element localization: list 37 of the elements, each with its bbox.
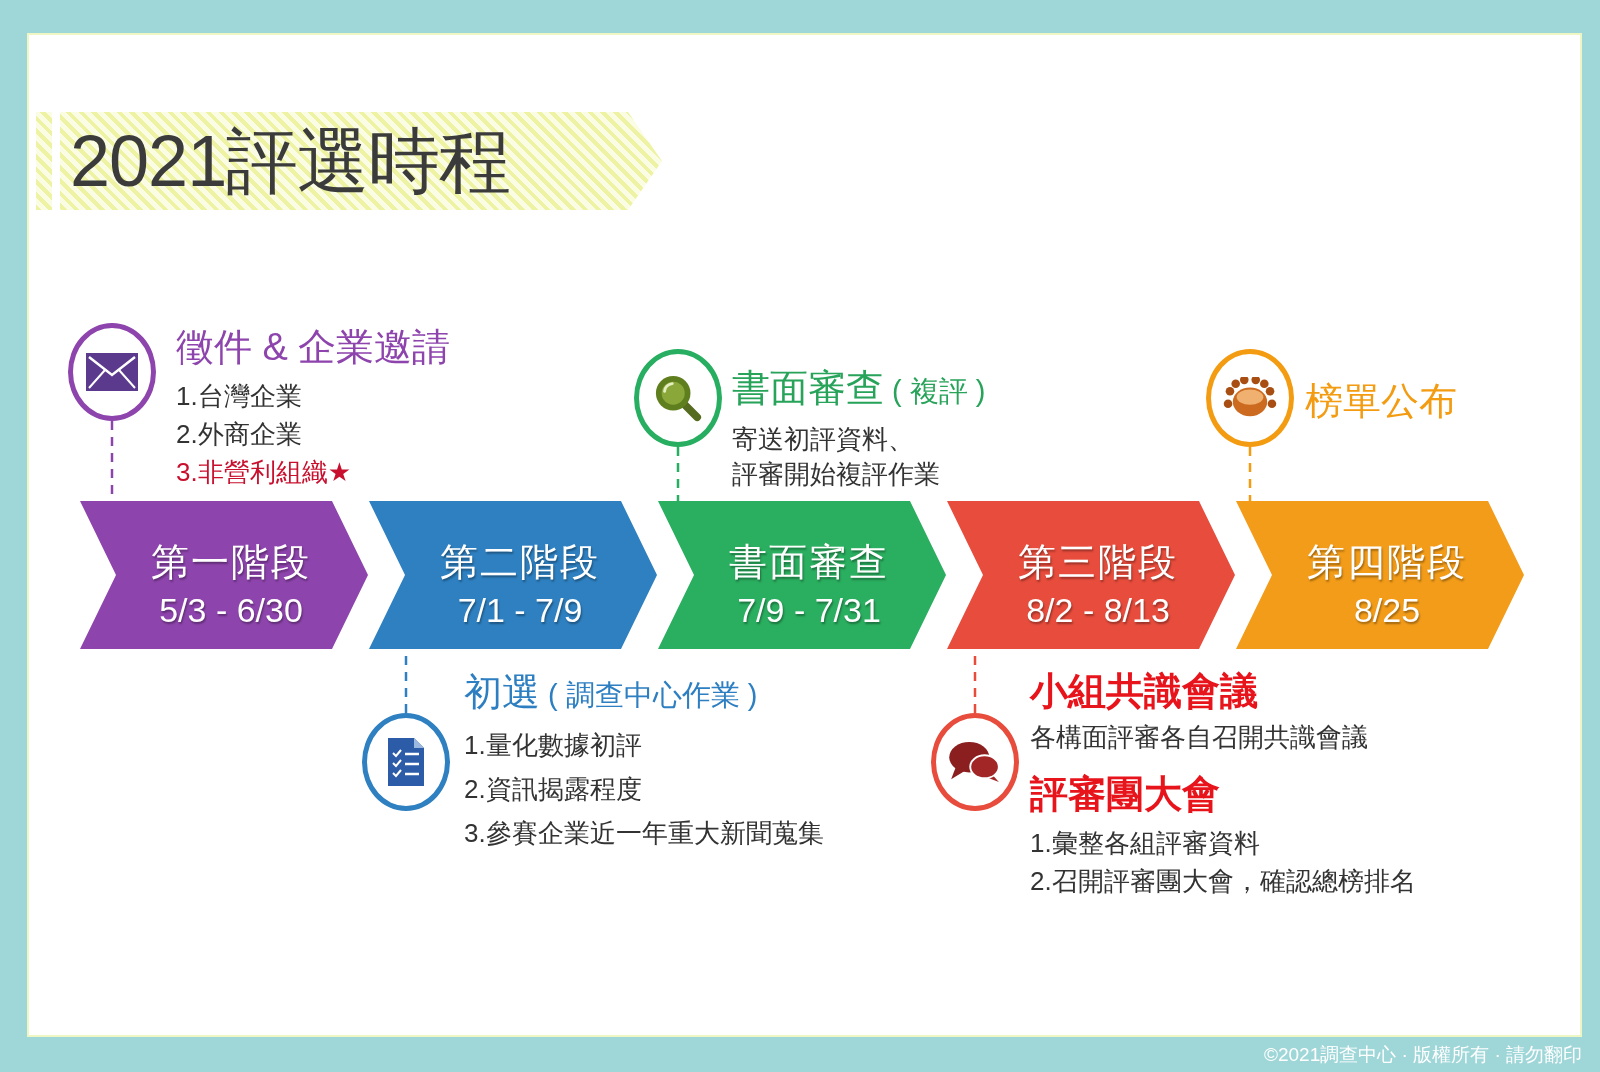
stage-name: 第一階段 <box>151 540 311 585</box>
step-heading: 初選 <box>464 670 540 715</box>
step-text: 1.量化數據初評 <box>464 729 642 762</box>
stage-name: 書面審查 <box>729 540 889 585</box>
step-text: 2.資訊揭露程度 <box>464 773 642 806</box>
timeline-stage <box>369 501 657 649</box>
dashed-line <box>1248 447 1252 501</box>
stage-dates: 8/25 <box>1353 590 1421 631</box>
step-heading: 小組共識會議 <box>1030 669 1258 714</box>
timeline-stage <box>1236 501 1524 649</box>
step-heading: 書面審查 <box>732 366 884 411</box>
stage-dates: 5/3 - 6/30 <box>159 590 303 631</box>
dashed-line <box>676 447 680 501</box>
title: 2021評選時程 <box>36 112 662 210</box>
step-heading: 徵件 & 企業邀請 <box>176 325 451 370</box>
timeline-stage <box>80 501 368 649</box>
stage-name: 第三階段 <box>1018 540 1178 585</box>
step-text: 2.召開評審團大會，確認總榜排名 <box>1030 865 1416 898</box>
step-text: 寄送初評資料、評審開始複評作業 <box>732 423 941 491</box>
stage-name: 第二階段 <box>440 540 600 585</box>
step-text: 2.外商企業 <box>176 418 302 451</box>
step-heading: 榜單公布 <box>1305 379 1457 424</box>
timeline-stage <box>947 501 1235 649</box>
step-text: 1.彙整各組評審資料 <box>1030 827 1260 860</box>
stage-dates: 7/1 - 7/9 <box>457 590 583 631</box>
stage-name: 第四階段 <box>1307 540 1467 585</box>
step-note: ( 調查中心作業 ) <box>548 678 758 713</box>
stage-dates: 8/2 - 8/13 <box>1026 590 1170 631</box>
step-text: 1.台灣企業 <box>176 380 302 413</box>
timeline-stage <box>658 501 946 649</box>
stage-dates: 7/9 - 7/31 <box>737 590 881 631</box>
step-note: ( 複評 ) <box>892 374 986 409</box>
step-text: 3.非營利組織★ <box>176 456 351 489</box>
step-heading: 評審團大會 <box>1030 772 1220 817</box>
copyright-note: ©2021調查中心 · 版權所有 · 請勿翻印 <box>1263 1043 1582 1067</box>
step-text: 3.參賽企業近一年重大新聞蒐集 <box>464 817 824 850</box>
step-text: 各構面評審各自召開共識會議 <box>1030 721 1368 754</box>
